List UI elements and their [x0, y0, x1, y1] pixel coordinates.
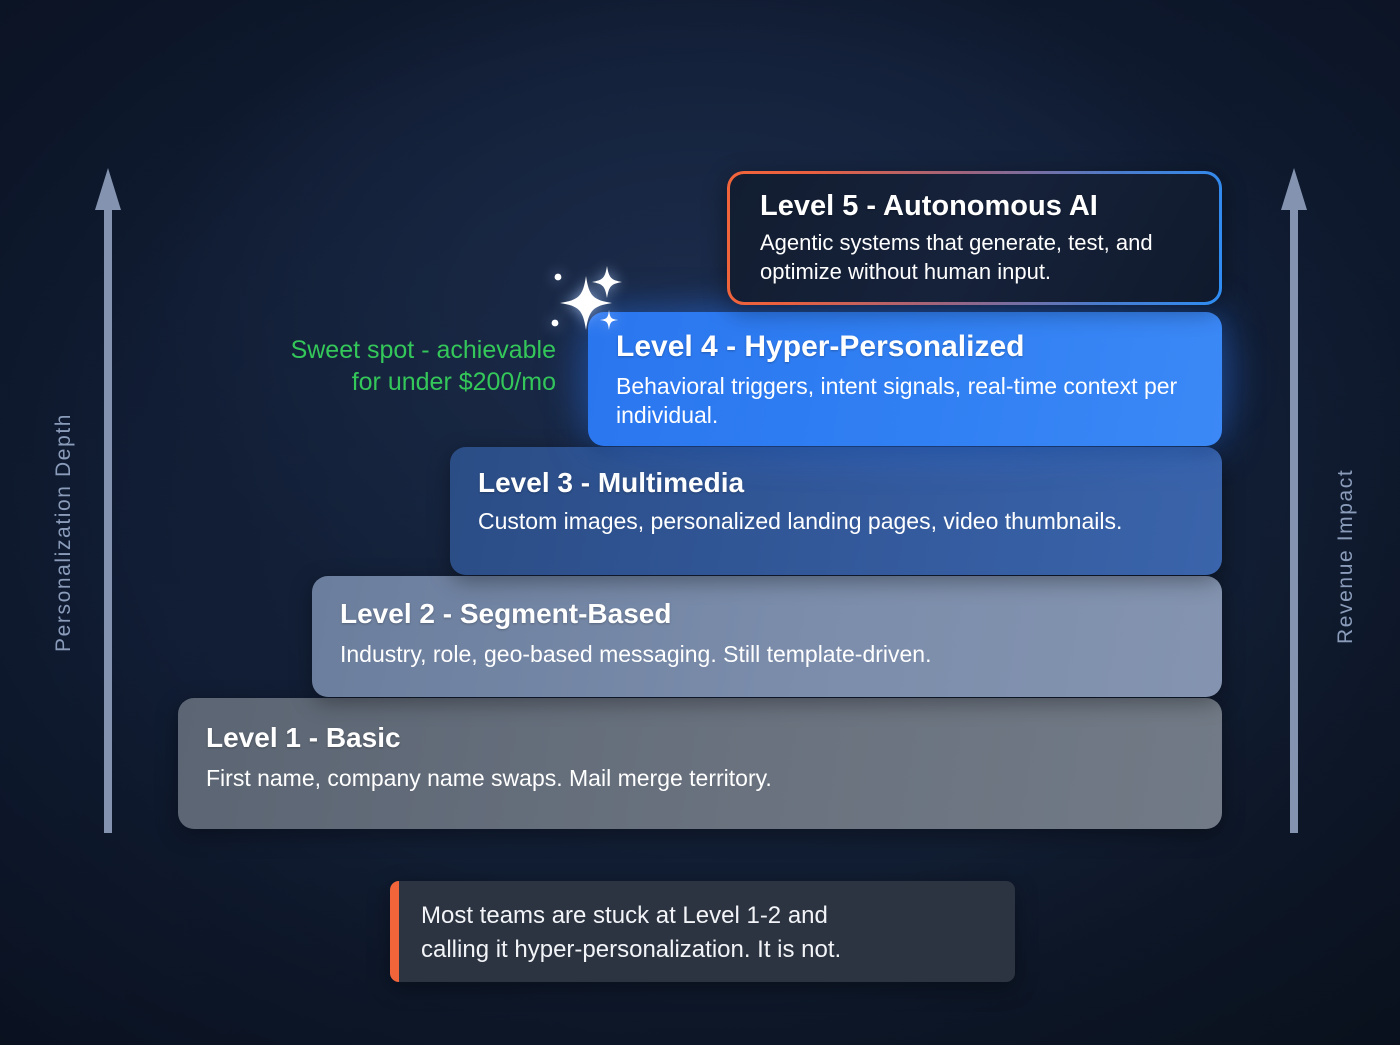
left-axis-arrow	[94, 168, 122, 833]
callout-line-1: Most teams are stuck at Level 1-2 and	[421, 902, 828, 929]
level-2-title: Level 2 - Segment-Based	[340, 598, 672, 629]
sweet-spot-annotation: Sweet spot - achievable for under $200/m…	[186, 334, 556, 398]
bottom-callout: Most teams are stuck at Level 1-2 and ca…	[390, 881, 1015, 982]
level-2-bar[interactable]: Level 2 - Segment-Based Industry, role, …	[312, 576, 1222, 697]
level-5-inner: Level 5 - Autonomous AI Agentic systems …	[730, 174, 1219, 302]
callout-text: Most teams are stuck at Level 1-2 and ca…	[399, 881, 861, 982]
callout-line-2: calling it hyper-personalization. It is …	[421, 936, 842, 964]
level-1-title: Level 1 - Basic	[206, 722, 401, 753]
level-3-bar[interactable]: Level 3 - Multimedia Custom images, pers…	[450, 447, 1222, 575]
level-5-description: Agentic systems that generate, test, and…	[760, 230, 1153, 284]
level-4-bar[interactable]: Level 4 - Hyper-Personalized Behavioral …	[588, 312, 1222, 446]
left-axis-label: Personalization Depth	[52, 412, 75, 652]
level-1-bar[interactable]: Level 1 - Basic First name, company name…	[178, 698, 1222, 829]
level-3-title: Level 3 - Multimedia	[478, 467, 745, 498]
level-4-title: Level 4 - Hyper-Personalized	[616, 330, 1025, 363]
level-1-description: First name, company name swaps. Mail mer…	[206, 765, 772, 792]
level-4-description: Behavioral triggers, intent signals, rea…	[616, 372, 1178, 429]
right-axis-arrow	[1280, 168, 1308, 833]
sweet-spot-line-2: for under $200/mo	[351, 368, 556, 396]
level-2-description: Industry, role, geo-based messaging. Sti…	[340, 641, 932, 668]
level-3-description: Custom images, personalized landing page…	[478, 508, 1123, 535]
callout-accent-bar	[390, 881, 399, 982]
sparkle-icon	[548, 250, 658, 350]
right-axis-label: Revenue Impact	[1334, 468, 1357, 644]
sweet-spot-line-1: Sweet spot - achievable	[290, 336, 556, 364]
level-5-title: Level 5 - Autonomous AI	[760, 190, 1098, 222]
level-5-bar[interactable]: Level 5 - Autonomous AI Agentic systems …	[727, 171, 1222, 305]
